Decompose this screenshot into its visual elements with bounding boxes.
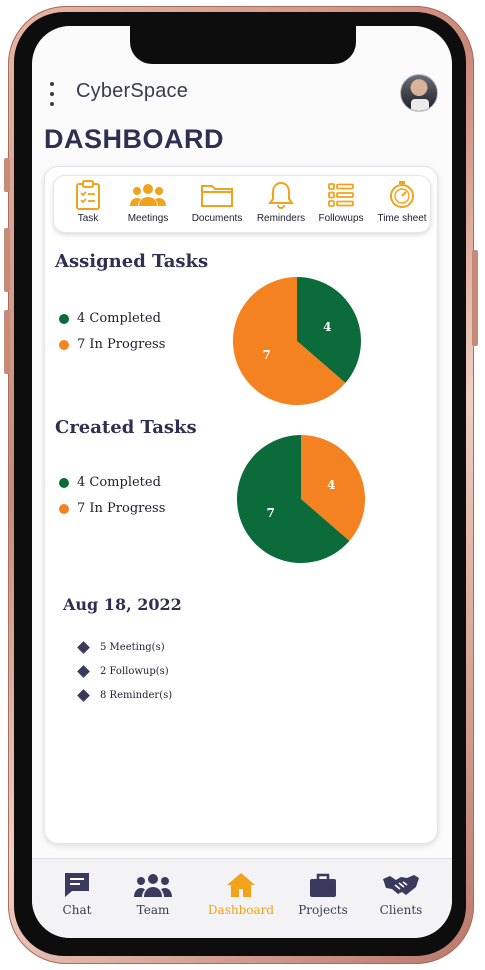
schedule-date: Aug 18, 2022 <box>63 595 182 614</box>
quick-action-followups[interactable]: Followups <box>314 180 368 224</box>
list-icon <box>328 183 354 207</box>
quick-action-meetings[interactable]: Meetings <box>120 180 176 224</box>
nav-label: Dashboard <box>207 903 275 917</box>
quick-action-label: Documents <box>191 213 243 224</box>
event-text: 2 Followup(s) <box>100 666 169 677</box>
nav-label: Projects <box>298 903 348 917</box>
quick-actions-bar: Task Meetings Documents Reminders Follow… <box>53 175 431 233</box>
legend-completed: 4 Completed <box>59 311 161 326</box>
stopwatch-icon <box>390 181 414 208</box>
page-title: DASHBOARD <box>44 124 224 154</box>
quick-action-task[interactable]: Task <box>66 180 110 224</box>
legend-dot-in-progress <box>59 503 69 514</box>
legend-dot-completed <box>59 477 69 488</box>
diamond-bullet-icon <box>77 689 90 702</box>
nav-label: Chat <box>62 903 92 917</box>
assigned-tasks-title: Assigned Tasks <box>55 251 209 272</box>
dashboard-card: Task Meetings Documents Reminders Follow… <box>44 166 438 844</box>
chat-icon <box>65 873 89 897</box>
bottom-nav: Chat Team Dashboard Projects Clients <box>32 858 452 938</box>
phone-notch <box>130 24 356 64</box>
bell-icon <box>268 181 294 209</box>
assigned-tasks-pie-chart: 47 <box>233 277 361 405</box>
nav-team[interactable]: Team <box>118 871 188 917</box>
kebab-menu-icon[interactable] <box>48 82 56 106</box>
created-tasks-title: Created Tasks <box>55 417 197 438</box>
nav-label: Clients <box>379 903 423 917</box>
nav-clients[interactable]: Clients <box>366 871 436 917</box>
briefcase-icon <box>310 873 336 897</box>
folder-icon <box>201 185 233 207</box>
volume-down-button <box>4 310 10 374</box>
pie-data-label: 7 <box>267 506 275 520</box>
legend-text: 4 Completed <box>77 311 161 326</box>
app-screen: CyberSpace DASHBOARD Task Meetings Docum… <box>32 26 452 938</box>
legend-in-progress: 7 In Progress <box>59 501 165 516</box>
pie-slice-completed[interactable] <box>237 435 350 563</box>
avatar[interactable] <box>400 74 438 112</box>
pie-data-label: 4 <box>327 478 335 492</box>
quick-action-label: Time sheet <box>377 213 427 224</box>
created-tasks-pie-chart: 47 <box>237 435 365 563</box>
legend-text: 4 Completed <box>77 475 161 490</box>
diamond-bullet-icon <box>77 665 90 678</box>
quick-action-label: Followups <box>318 213 364 224</box>
quick-action-documents[interactable]: Documents <box>186 180 248 224</box>
quick-action-label: Meetings <box>127 213 169 224</box>
people-icon <box>130 184 166 206</box>
pie-data-label: 4 <box>323 320 331 334</box>
mute-switch <box>4 158 10 192</box>
pie-slice-in-progress[interactable] <box>301 435 365 541</box>
app-title: CyberSpace <box>76 80 189 102</box>
pie-data-label: 7 <box>263 348 271 362</box>
event-text: 5 Meeting(s) <box>100 642 165 653</box>
diamond-bullet-icon <box>77 641 90 654</box>
nav-projects[interactable]: Projects <box>288 871 358 917</box>
legend-completed: 4 Completed <box>59 475 161 490</box>
nav-dashboard[interactable]: Dashboard <box>206 871 276 917</box>
legend-dot-in-progress <box>59 339 69 350</box>
legend-in-progress: 7 In Progress <box>59 337 165 352</box>
power-button <box>472 250 478 346</box>
nav-label: Team <box>136 903 170 917</box>
app-header: CyberSpace <box>32 74 452 124</box>
legend-text: 7 In Progress <box>77 337 166 352</box>
legend-dot-completed <box>59 313 69 324</box>
event-text: 8 Reminder(s) <box>100 690 173 701</box>
quick-action-label: Reminders <box>256 213 306 224</box>
clipboard-icon <box>76 180 100 210</box>
pie-slice-completed[interactable] <box>297 277 361 383</box>
volume-up-button <box>4 228 10 292</box>
home-icon <box>227 873 255 897</box>
event-item: 5 Meeting(s) <box>77 641 165 654</box>
team-icon <box>134 874 172 897</box>
quick-action-reminders[interactable]: Reminders <box>254 180 308 224</box>
quick-action-label: Task <box>77 213 99 224</box>
event-item: 2 Followup(s) <box>77 665 169 678</box>
legend-text: 7 In Progress <box>77 501 166 516</box>
handshake-icon <box>383 875 419 895</box>
event-item: 8 Reminder(s) <box>77 689 173 702</box>
nav-chat[interactable]: Chat <box>42 871 112 917</box>
pie-slice-in-progress[interactable] <box>233 277 346 405</box>
quick-action-timesheet[interactable]: Time sheet <box>374 180 430 224</box>
